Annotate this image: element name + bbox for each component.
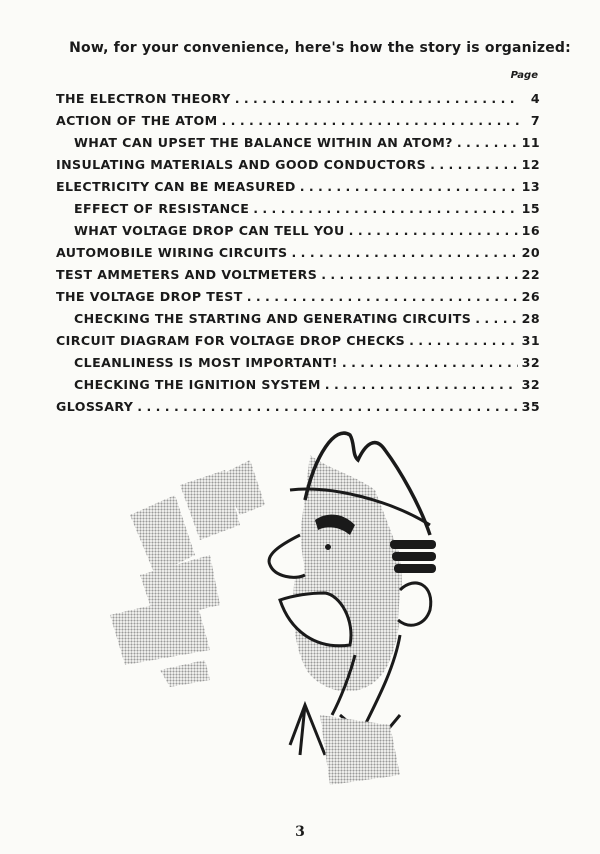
mouth: [278, 591, 353, 648]
toc-entry-title: WHAT VOLTAGE DROP CAN TELL YOU: [74, 223, 345, 238]
toc-entry[interactable]: CLEANLINESS IS MOST IMPORTANT! 32: [56, 352, 540, 374]
toc-entry-page: 28: [521, 311, 540, 326]
toc-entry-page: 12: [521, 157, 540, 172]
toc-entry[interactable]: CHECKING THE STARTING AND GENERATING CIR…: [56, 308, 540, 330]
toc-entry-page: 15: [521, 201, 540, 216]
cartoon-man-illustration: [110, 431, 436, 785]
toc-leader-dots: [430, 154, 518, 176]
toc-leader-dots: [235, 88, 520, 110]
toc-entry-page: 13: [521, 179, 540, 194]
toc-entry-page: 4: [530, 91, 540, 106]
toc-leader-dots: [253, 198, 517, 220]
toc-entry-page: 11: [521, 135, 540, 150]
toc-intro: Now, for your convenience, here's how th…: [69, 40, 571, 56]
toc-entry-title: AUTOMOBILE WIRING CIRCUITS: [56, 245, 288, 260]
toc-entry[interactable]: CIRCUIT DIAGRAM FOR VOLTAGE DROP CHECKS 3…: [56, 330, 540, 352]
toc-leader-dots: [457, 132, 518, 154]
hair-sideburn: [390, 540, 436, 573]
toc-entry[interactable]: WHAT CAN UPSET THE BALANCE WITHIN AN ATO…: [56, 132, 540, 154]
toc-entry-title: WHAT CAN UPSET THE BALANCE WITHIN AN ATO…: [74, 135, 453, 150]
toc-entry-title: CHECKING THE IGNITION SYSTEM: [74, 377, 321, 392]
toc-entry-title: EFFECT OF RESISTANCE: [74, 201, 250, 216]
toc-entry[interactable]: EFFECT OF RESISTANCE 15: [56, 198, 540, 220]
jaw-line: [330, 654, 357, 716]
table-of-contents: THE ELECTRON THEORY 4 ACTION OF THE ATOM 7…: [56, 88, 540, 418]
toc-entry-page: 31: [521, 333, 540, 348]
toc-entry[interactable]: ACTION OF THE ATOM 7: [56, 110, 540, 132]
toc-entry-page: 32: [521, 377, 540, 392]
toc-entry-title: CLEANLINESS IS MOST IMPORTANT!: [74, 355, 338, 370]
motion-lines: [110, 460, 265, 687]
toc-leader-dots: [475, 308, 517, 330]
toc-entry-title: THE VOLTAGE DROP TEST: [56, 289, 243, 304]
toc-entry-page: 26: [521, 289, 540, 304]
toc-entry-title: CIRCUIT DIAGRAM FOR VOLTAGE DROP CHECKS: [56, 333, 406, 348]
toc-leader-dots: [409, 330, 518, 352]
toc-entry-title: TEST AMMETERS AND VOLTMETERS: [56, 267, 318, 282]
toc-entry[interactable]: THE VOLTAGE DROP TEST 26: [56, 286, 540, 308]
toc-entry-title: ELECTRICITY CAN BE MEASURED: [56, 179, 296, 194]
toc-entry-page: 32: [521, 355, 540, 370]
toc-entry[interactable]: CHECKING THE IGNITION SYSTEM 32: [56, 374, 540, 396]
toc-entry[interactable]: INSULATING MATERIALS AND GOOD CONDUCTORS…: [56, 154, 540, 176]
toc-entry-page: 35: [521, 399, 540, 414]
toc-entry-title: INSULATING MATERIALS AND GOOD CONDUCTORS: [56, 157, 427, 172]
toc-leader-dots: [349, 220, 518, 242]
neck-line: [363, 634, 402, 726]
toc-entry-page: 7: [530, 113, 540, 128]
toc-leader-dots: [291, 242, 517, 264]
toc-entry[interactable]: AUTOMOBILE WIRING CIRCUITS 20: [56, 242, 540, 264]
toc-entry-page: 20: [521, 245, 540, 260]
nose: [267, 533, 306, 579]
toc-entry[interactable]: WHAT VOLTAGE DROP CAN TELL YOU 16: [56, 220, 540, 242]
toc-entry-title: CHECKING THE STARTING AND GENERATING CIR…: [74, 311, 472, 326]
toc-entry-page: 22: [521, 267, 540, 282]
eyebrow: [315, 514, 355, 535]
hat-outline: [303, 431, 432, 536]
toc-entry-title: ACTION OF THE ATOM: [56, 113, 218, 128]
page-column-heading: Page: [510, 70, 538, 81]
toc-entry[interactable]: TEST AMMETERS AND VOLTMETERS 22: [56, 264, 540, 286]
shirt-shading: [320, 715, 400, 785]
toc-leader-dots: [247, 286, 518, 308]
toc-entry[interactable]: THE ELECTRON THEORY 4: [56, 88, 540, 110]
eye: [325, 544, 331, 550]
toc-entry[interactable]: ELECTRICITY CAN BE MEASURED 13: [56, 176, 540, 198]
toc-entry-title: THE ELECTRON THEORY: [56, 91, 231, 106]
toc-leader-dots: [342, 352, 518, 374]
hat-brim: [289, 487, 431, 527]
toc-leader-dots: [300, 176, 518, 198]
toc-leader-dots: [325, 374, 518, 396]
toc-leader-dots: [321, 264, 517, 286]
toc-entry-title: GLOSSARY: [56, 399, 134, 414]
toc-entry-page: 16: [521, 223, 540, 238]
toc-entry[interactable]: GLOSSARY 35: [56, 396, 540, 418]
page-number: 3: [295, 824, 305, 840]
ear: [397, 581, 433, 627]
toc-leader-dots: [222, 110, 520, 132]
